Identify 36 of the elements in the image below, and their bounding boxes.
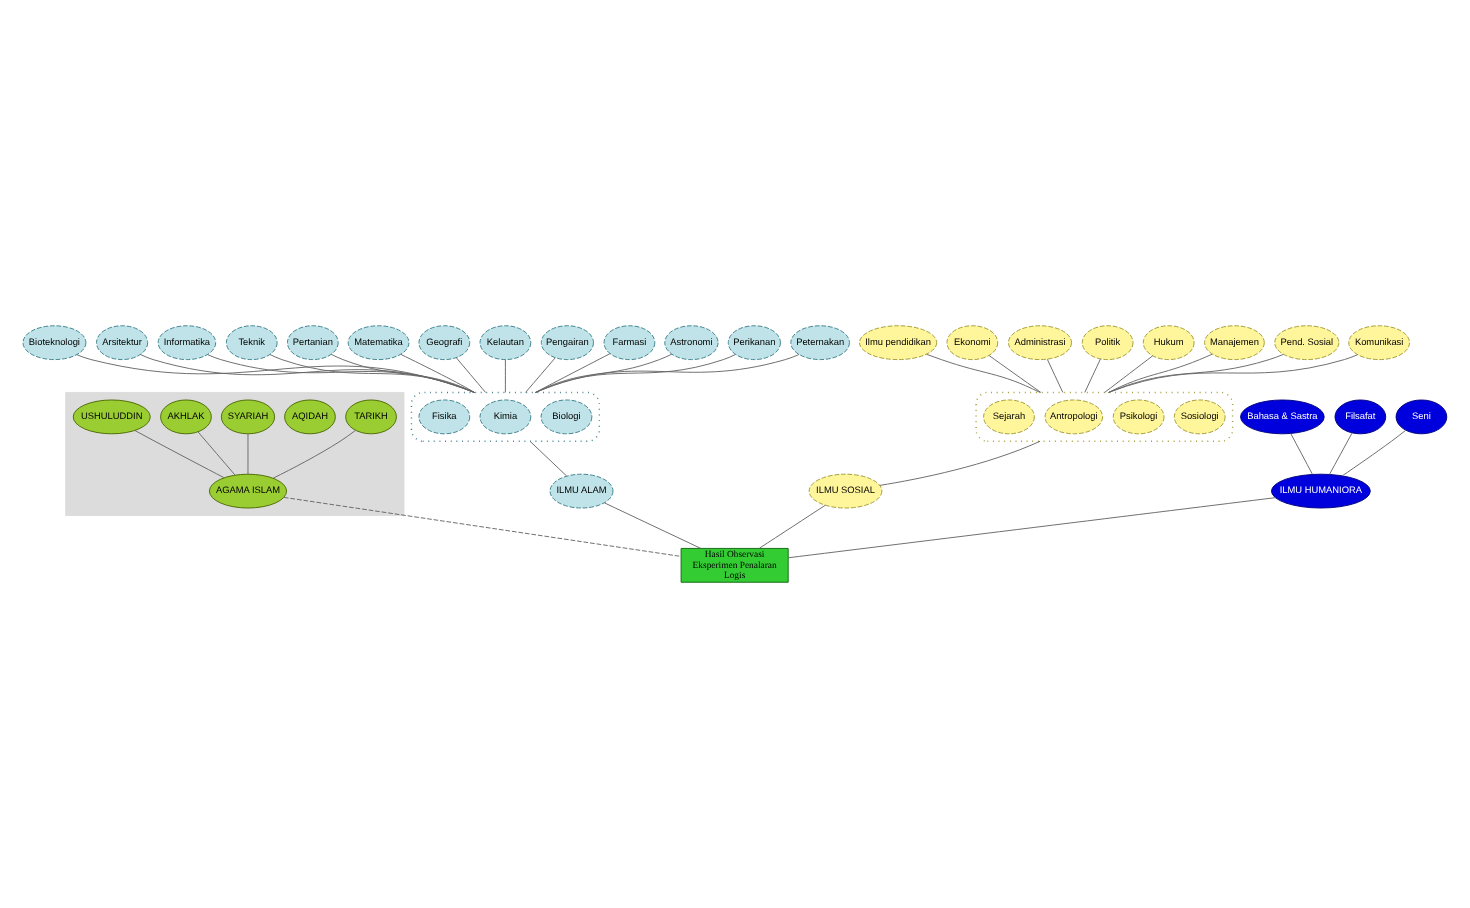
connector [272,430,356,479]
connector [535,354,736,393]
connector [879,440,1041,486]
connector [1108,353,1213,393]
connector [1046,358,1064,393]
connector [207,354,475,393]
connector [247,433,249,475]
connector [1108,354,1284,393]
connector [926,353,1041,393]
connector [535,354,800,393]
connector [76,354,475,393]
connector [529,440,568,477]
connector [535,353,673,393]
connector [269,354,475,393]
connector [197,431,236,476]
connector [1084,358,1101,393]
connector [788,497,1276,559]
connector [140,354,475,393]
cluster [410,391,601,443]
cluster [975,391,1234,443]
connector [283,496,682,557]
connector [504,359,506,393]
connector [759,504,826,549]
connector [1108,354,1358,393]
cluster [65,392,405,516]
connector [134,430,225,479]
connector [1290,433,1313,475]
connector [455,357,487,393]
connector [330,353,475,393]
connector [1329,432,1353,475]
connector [1341,429,1407,477]
connector [988,355,1042,393]
connector [525,357,556,393]
connector [400,353,475,393]
connector [603,502,702,549]
connector [1104,355,1154,393]
